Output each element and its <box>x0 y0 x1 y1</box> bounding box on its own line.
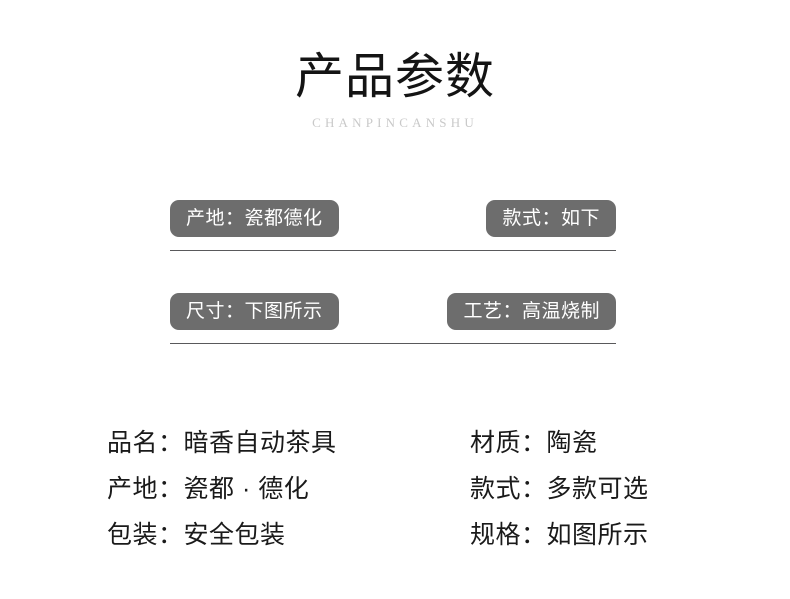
page-subtitle-pinyin: CHANPINCANSHU <box>312 115 478 130</box>
detail-list: 品名：暗香自动茶具 材质：陶瓷 产地：瓷都 · 德化 款式：多款可选 包装：安全… <box>107 420 687 558</box>
detail-origin: 产地：瓷都 · 德化 <box>107 475 310 503</box>
page-title: 产品参数 <box>294 49 495 104</box>
page-header: 产品参数 CHANPINCANSHU <box>0 48 790 130</box>
detail-packaging: 包装：安全包装 <box>107 521 286 549</box>
detail-row: 包装：安全包装 规格：如图所示 <box>107 512 687 558</box>
detail-row: 产地：瓷都 · 德化 款式：多款可选 <box>107 466 687 512</box>
detail-specification: 规格：如图所示 <box>470 521 649 549</box>
spec-pill-row-2: 尺寸：下图所示 工艺：高温烧制 <box>170 293 616 330</box>
spec-row-2: 尺寸：下图所示 工艺：高温烧制 <box>170 293 616 344</box>
spec-pill-style: 款式：如下 <box>486 200 616 237</box>
detail-product-name: 品名：暗香自动茶具 <box>107 429 337 457</box>
detail-material: 材质：陶瓷 <box>470 429 598 457</box>
spec-pill-craft: 工艺：高温烧制 <box>447 293 616 330</box>
spec-row-1: 产地：瓷都德化 款式：如下 <box>170 200 616 251</box>
spec-pill-row-1: 产地：瓷都德化 款式：如下 <box>170 200 616 237</box>
detail-row: 品名：暗香自动茶具 材质：陶瓷 <box>107 420 687 466</box>
spec-divider-1 <box>170 250 616 251</box>
spec-pill-origin: 产地：瓷都德化 <box>170 200 339 237</box>
spec-divider-2 <box>170 343 616 344</box>
spec-pill-size: 尺寸：下图所示 <box>170 293 339 330</box>
detail-style: 款式：多款可选 <box>470 475 649 503</box>
